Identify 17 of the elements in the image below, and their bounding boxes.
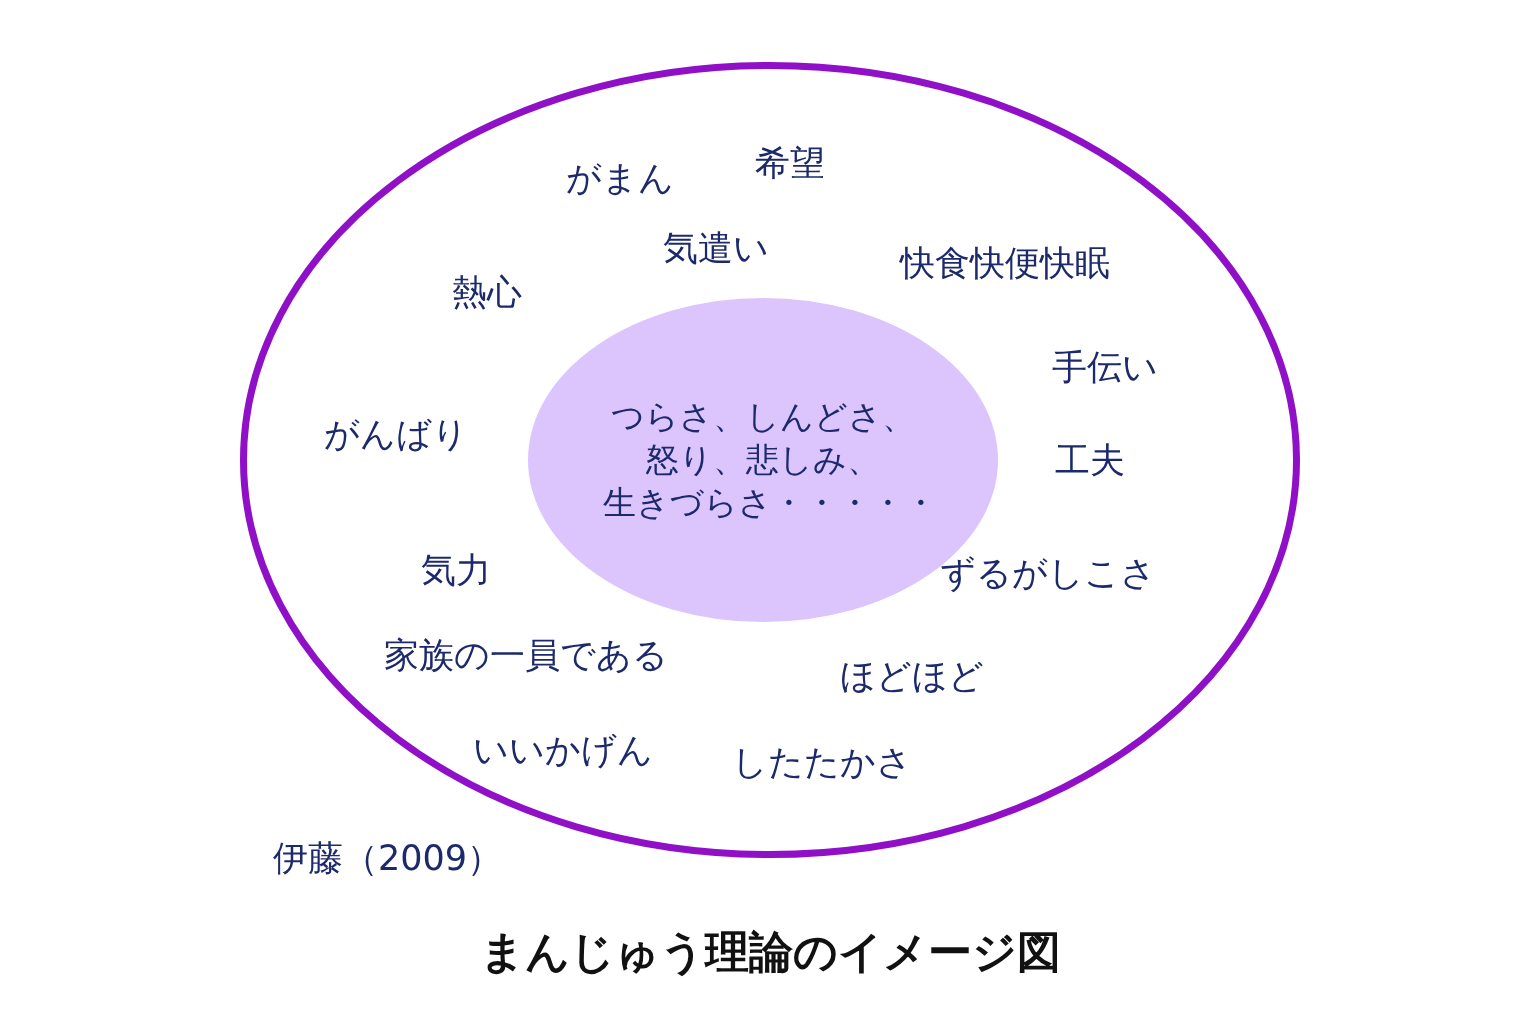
keyword-text: 熱心	[452, 271, 522, 313]
citation-text: 伊藤（2009）	[273, 837, 503, 880]
keyword-text: がんばり	[324, 413, 468, 455]
keyword-text: 快食快便快眠	[900, 242, 1110, 284]
keyword-text: ほどほど	[840, 655, 984, 697]
keyword-text: 気力	[421, 549, 491, 591]
keyword-text: ずるがしこさ	[940, 552, 1156, 594]
keyword-text: 希望	[755, 142, 825, 184]
keyword-text: 気遣い	[663, 227, 769, 269]
keyword-text: したたかさ	[732, 741, 912, 783]
keyword-text: 家族の一員である	[384, 634, 668, 676]
keyword-text: がまん	[566, 157, 674, 199]
keyword-text: いいかげん	[473, 729, 653, 771]
caption: まんじゅう理論のイメージ図	[479, 924, 1061, 979]
keyword-text: 工夫	[1055, 439, 1125, 481]
center-text: つらさ、しんどさ、怒り、悲しみ、生きづらさ・・・・・	[603, 395, 923, 524]
keyword-text: 手伝い	[1052, 346, 1158, 388]
